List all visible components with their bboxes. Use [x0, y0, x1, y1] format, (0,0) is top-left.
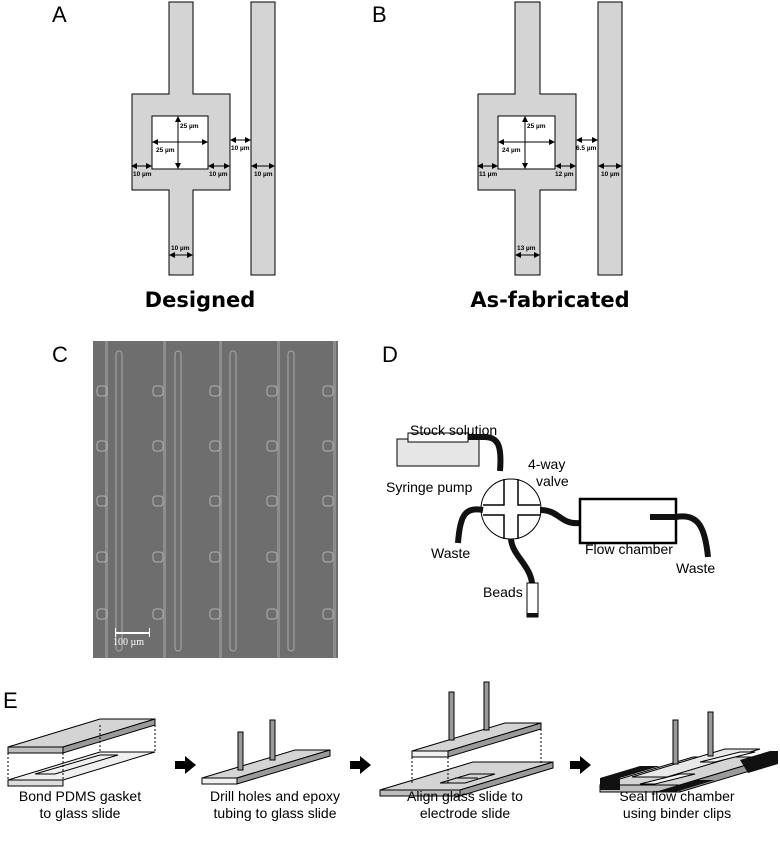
sem-stripe	[163, 341, 166, 658]
arrow-3	[570, 756, 591, 774]
sem-trap-pad	[322, 385, 334, 397]
dim-gap: 10 µm	[231, 145, 250, 152]
dim-left: 10 µm	[133, 171, 152, 178]
scale-bar-tick-right	[149, 628, 150, 637]
sem-stripe	[333, 341, 336, 658]
sem-trap-pad	[209, 495, 221, 507]
label-waste-right: Waste	[676, 560, 716, 576]
dim-left: 11 µm	[479, 171, 497, 178]
panel-label-a: A	[52, 2, 67, 27]
fluidic-setup-diagram	[396, 432, 711, 618]
dim-rail: 10 µm	[254, 171, 273, 178]
label-stock-solution: Stock solution	[410, 422, 498, 438]
rail-electrode	[597, 1, 623, 276]
sem-trap-pad	[266, 608, 278, 620]
sem-trap-pad	[96, 608, 108, 620]
beads-vial	[526, 582, 539, 618]
sem-rail	[287, 350, 295, 652]
dim-inner-h: 25 µm	[527, 123, 546, 130]
sem-rail	[229, 350, 237, 652]
title-designed: Designed	[144, 288, 256, 312]
sem-trap-pad	[96, 551, 108, 563]
dim-inner-h: 25 µm	[180, 123, 199, 130]
step-3-illustration	[379, 681, 554, 797]
sem-trap-pad	[96, 495, 108, 507]
valve-channels	[483, 479, 540, 539]
step-3-caption: Align glass slide to electrode slide	[407, 788, 523, 821]
label-syringe-pump: Syringe pump	[386, 479, 473, 495]
panel-label-e: E	[3, 688, 18, 713]
sem-trap-pad	[209, 385, 221, 397]
waste-tubing-left	[455, 506, 484, 544]
label-beads: Beads	[483, 584, 523, 600]
sem-trap-pad	[152, 440, 164, 452]
sem-trap-pad	[266, 551, 278, 563]
beads-tubing	[508, 538, 535, 584]
sem-trap-pad	[322, 608, 334, 620]
dim-stem: 10 µm	[171, 245, 190, 252]
label-waste-left: Waste	[431, 545, 471, 561]
sem-trap-pad	[266, 495, 278, 507]
sem-trap-pad	[266, 440, 278, 452]
step-4-caption: Seal flow chamber using binder clips	[619, 788, 735, 821]
sem-trap-pad	[152, 608, 164, 620]
scale-bar-label: 100 µm	[113, 637, 145, 648]
sem-trap-pad	[209, 551, 221, 563]
dim-inner-w: 25 µm	[156, 147, 175, 154]
dim-gap: 6.5 µm	[576, 145, 597, 152]
dim-stem: 13 µm	[517, 245, 536, 252]
sem-trap-pad	[96, 440, 108, 452]
dim-right: 10 µm	[209, 171, 228, 178]
valve-body	[480, 478, 542, 540]
step-2-illustration	[201, 719, 331, 785]
waste-tubing-right	[650, 513, 711, 558]
arrow-2	[350, 756, 371, 774]
syringe-pump-body	[396, 438, 480, 467]
sem-trap-pad	[322, 551, 334, 563]
arrow-1	[175, 756, 196, 774]
dim-right: 12 µm	[555, 171, 574, 178]
flow-chamber	[578, 497, 678, 545]
sem-trap-pad	[322, 495, 334, 507]
step-1-illustration	[7, 718, 156, 787]
sem-trap-pad	[96, 385, 108, 397]
sem-trap-pad	[209, 608, 221, 620]
step-2-caption: Drill holes and epoxy tubing to glass sl…	[210, 788, 340, 821]
title-as-fabricated: As-fabricated	[470, 288, 630, 312]
sem-trap-pad	[152, 551, 164, 563]
sem-stripe	[277, 341, 280, 658]
dim-rail: 10 µm	[601, 171, 620, 178]
sem-rail	[174, 350, 182, 652]
assembly-steps-diagram	[7, 681, 778, 797]
panel-label-c: C	[52, 342, 68, 367]
sem-electrode-array	[93, 341, 338, 658]
beads-vial-cap	[527, 613, 538, 617]
sem-trap-pad	[266, 385, 278, 397]
sem-rail	[115, 350, 123, 652]
label-flow-chamber: Flow chamber	[585, 541, 673, 557]
stock-tubing	[468, 434, 504, 472]
sem-micrograph: 100 µm	[93, 341, 338, 658]
step-1-caption: Bond PDMS gasket to glass slide	[18, 788, 142, 821]
step-4-illustration	[599, 711, 778, 793]
panel-b-schematic: 25 µm 24 µm 11 µm 12 µm 6.5 µm 10 µm 13 …	[477, 1, 623, 276]
panel-a-schematic: 25 µm 25 µm 10 µm 10 µm 10 µm 10 µm 10 µ…	[131, 1, 276, 276]
dim-inner-w: 24 µm	[502, 147, 521, 154]
sem-trap-pad	[322, 440, 334, 452]
label-valve-line2: valve	[536, 473, 569, 489]
scale-bar	[115, 632, 150, 634]
rail-electrode	[250, 1, 276, 276]
scale-bar-tick-left	[115, 628, 116, 637]
label-valve-line1: 4-way	[528, 456, 566, 472]
panel-label-d: D	[382, 342, 398, 367]
sem-trap-pad	[152, 495, 164, 507]
panel-label-b: B	[372, 2, 387, 27]
sem-trap-pad	[209, 440, 221, 452]
sem-trap-pad	[152, 385, 164, 397]
